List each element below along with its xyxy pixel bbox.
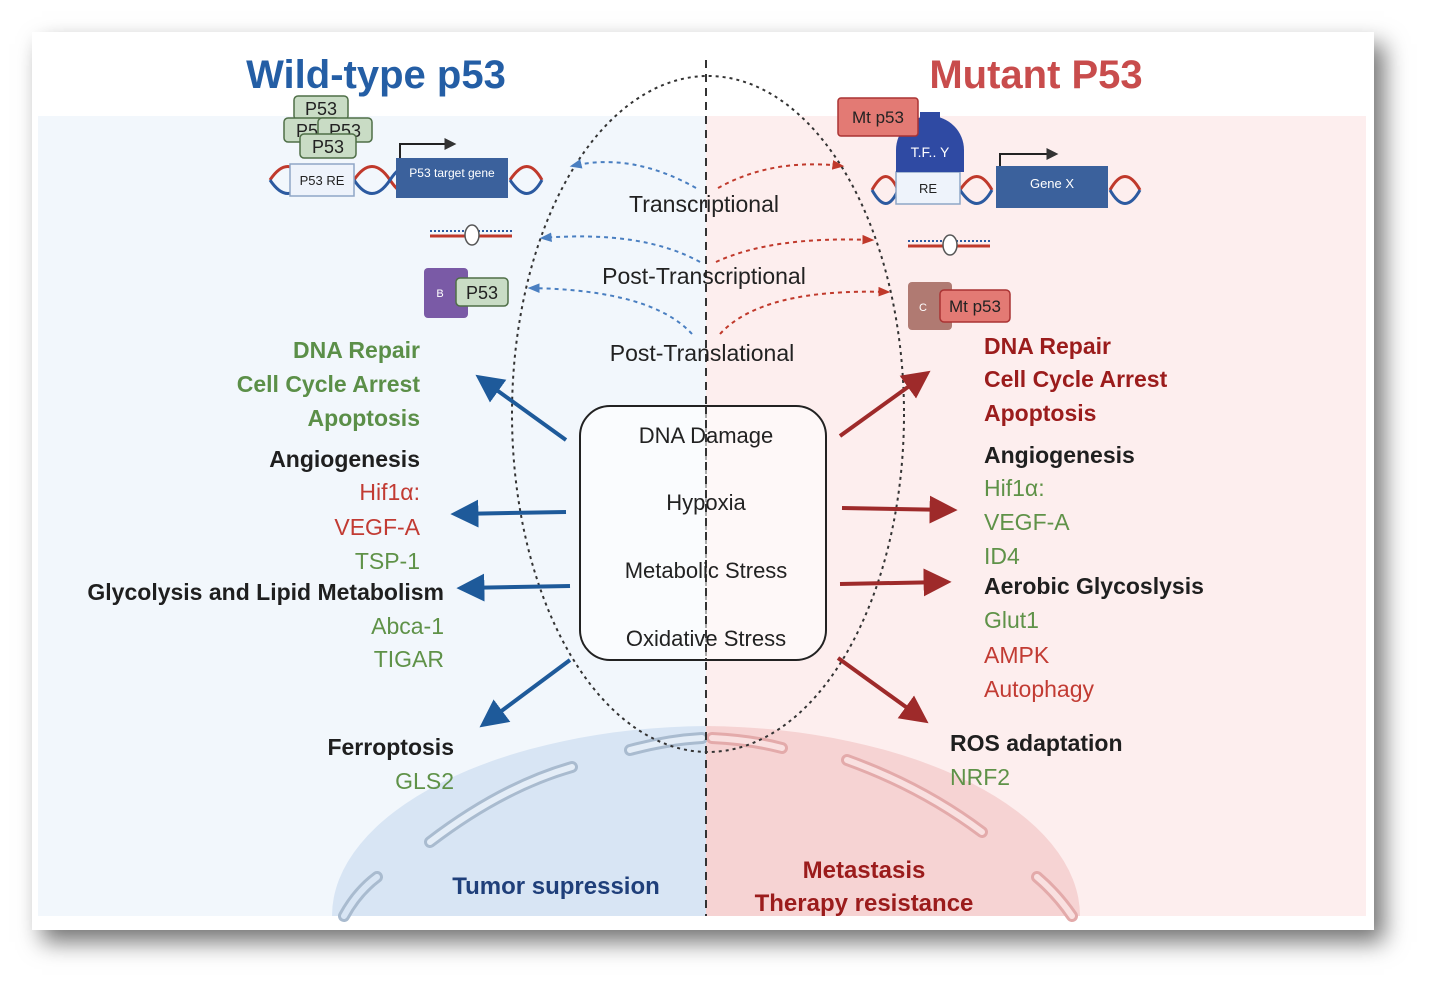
right-cell-cycle-arrest: Cell Cycle Arrest — [984, 366, 1168, 392]
outcome-arrows — [450, 370, 958, 728]
left-dna-repair: DNA Repair — [293, 337, 420, 363]
title-wild-type: Wild-type p53 — [246, 53, 506, 97]
cell-left-half — [332, 726, 706, 916]
svg-text:P53: P53 — [305, 99, 337, 119]
mt-p53-label: Mt p53 — [852, 108, 904, 127]
left-abca-1: Abca-1 — [371, 613, 444, 639]
tumor-suppression-label: Tumor supression — [452, 873, 660, 900]
binder-b-label: B — [436, 288, 443, 300]
level-post-transcriptional: Post-Transcriptional — [602, 263, 806, 289]
right-ros-title: ROS adaptation — [950, 730, 1123, 756]
figure-frame: Wild-type p53 Mutant P53 P53 RE P53 targ… — [32, 32, 1374, 930]
left-tsp-1: TSP-1 — [355, 548, 420, 574]
right-outcomes: DNA Repair Cell Cycle Arrest Apoptosis A… — [950, 333, 1204, 790]
left-outcomes: DNA Repair Cell Cycle Arrest Apoptosis A… — [87, 337, 454, 794]
level-post-translational: Post-Translational — [610, 340, 795, 366]
svg-text:P53: P53 — [312, 137, 344, 157]
mutant-mrna-icon — [908, 234, 990, 256]
left-tigar: TIGAR — [374, 646, 444, 672]
bound-mt-p53-label: Mt p53 — [949, 297, 1001, 316]
left-metabolism-title: Glycolysis and Lipid Metabolism — [87, 579, 444, 605]
gene-x-label: Gene X — [1030, 176, 1074, 191]
bound-mt-p53-box — [939, 289, 1011, 323]
right-id4: ID4 — [984, 543, 1020, 569]
tf-y-label: T.F.. Y — [911, 144, 950, 160]
p53-target-gene-label: P53 target gene — [409, 166, 495, 180]
metastasis-label: Metastasis — [803, 857, 926, 884]
regulation-ellipse — [511, 75, 905, 753]
bound-p53-box — [455, 277, 509, 307]
left-gls2: GLS2 — [395, 768, 454, 794]
right-hif1a: Hif1α: — [984, 475, 1045, 501]
p53-response-element — [289, 163, 355, 197]
title-mutant: Mutant P53 — [929, 53, 1142, 97]
right-gene-illustration: RE T.F.. Y Mt p53 Gene X C Mt p53 — [837, 97, 1142, 330]
bound-p53-label: P53 — [466, 283, 498, 303]
left-apoptosis: Apoptosis — [308, 405, 420, 431]
right-nrf2: NRF2 — [950, 764, 1010, 790]
stress-oxidative: Oxidative Stress — [626, 626, 786, 651]
left-ferroptosis-title: Ferroptosis — [327, 734, 454, 760]
stress-hypoxia: Hypoxia — [666, 490, 746, 515]
cell — [332, 726, 1081, 922]
p53-target-gene-box — [396, 158, 508, 198]
stress-box — [579, 405, 827, 661]
mt-p53-box — [837, 97, 919, 137]
binder-c-label: C — [919, 302, 927, 314]
right-apoptosis: Apoptosis — [984, 400, 1096, 426]
right-vegf-a: VEGF-A — [984, 509, 1070, 535]
mutant-re-label: RE — [919, 181, 937, 196]
p53-re-label: P53 RE — [300, 173, 345, 188]
right-angiogenesis-title: Angiogenesis — [984, 442, 1135, 468]
right-dna-repair: DNA Repair — [984, 333, 1111, 359]
stress-dna-damage: DNA Damage — [639, 423, 774, 448]
gene-x-box — [996, 166, 1108, 208]
promoter-arrow-icon — [399, 138, 457, 158]
right-metabolism-title: Aerobic Glycoslysis — [984, 573, 1204, 599]
stress-metabolic: Metabolic Stress — [625, 558, 788, 583]
therapy-resistance-label: Therapy resistance — [755, 890, 974, 917]
level-transcriptional: Transcriptional — [629, 191, 779, 217]
gene-x-promoter-arrow-icon — [999, 148, 1059, 166]
cell-right-half — [706, 726, 1081, 916]
right-ampk: AMPK — [984, 642, 1050, 668]
right-autophagy: Autophagy — [984, 676, 1094, 702]
left-vegf-a: VEGF-A — [334, 514, 420, 540]
mrna-icon — [430, 224, 512, 246]
left-hif1a: Hif1α: — [359, 479, 420, 505]
left-gene-illustration: P53 RE P53 target gene P53 P53 P53 P53 B… — [268, 95, 544, 318]
left-cell-cycle-arrest: Cell Cycle Arrest — [237, 371, 421, 397]
regulation-arrows — [527, 159, 891, 335]
left-angiogenesis-title: Angiogenesis — [269, 446, 420, 472]
p53-diagram: Wild-type p53 Mutant P53 P53 RE P53 targ… — [38, 53, 1366, 922]
right-glut1: Glut1 — [984, 607, 1039, 633]
